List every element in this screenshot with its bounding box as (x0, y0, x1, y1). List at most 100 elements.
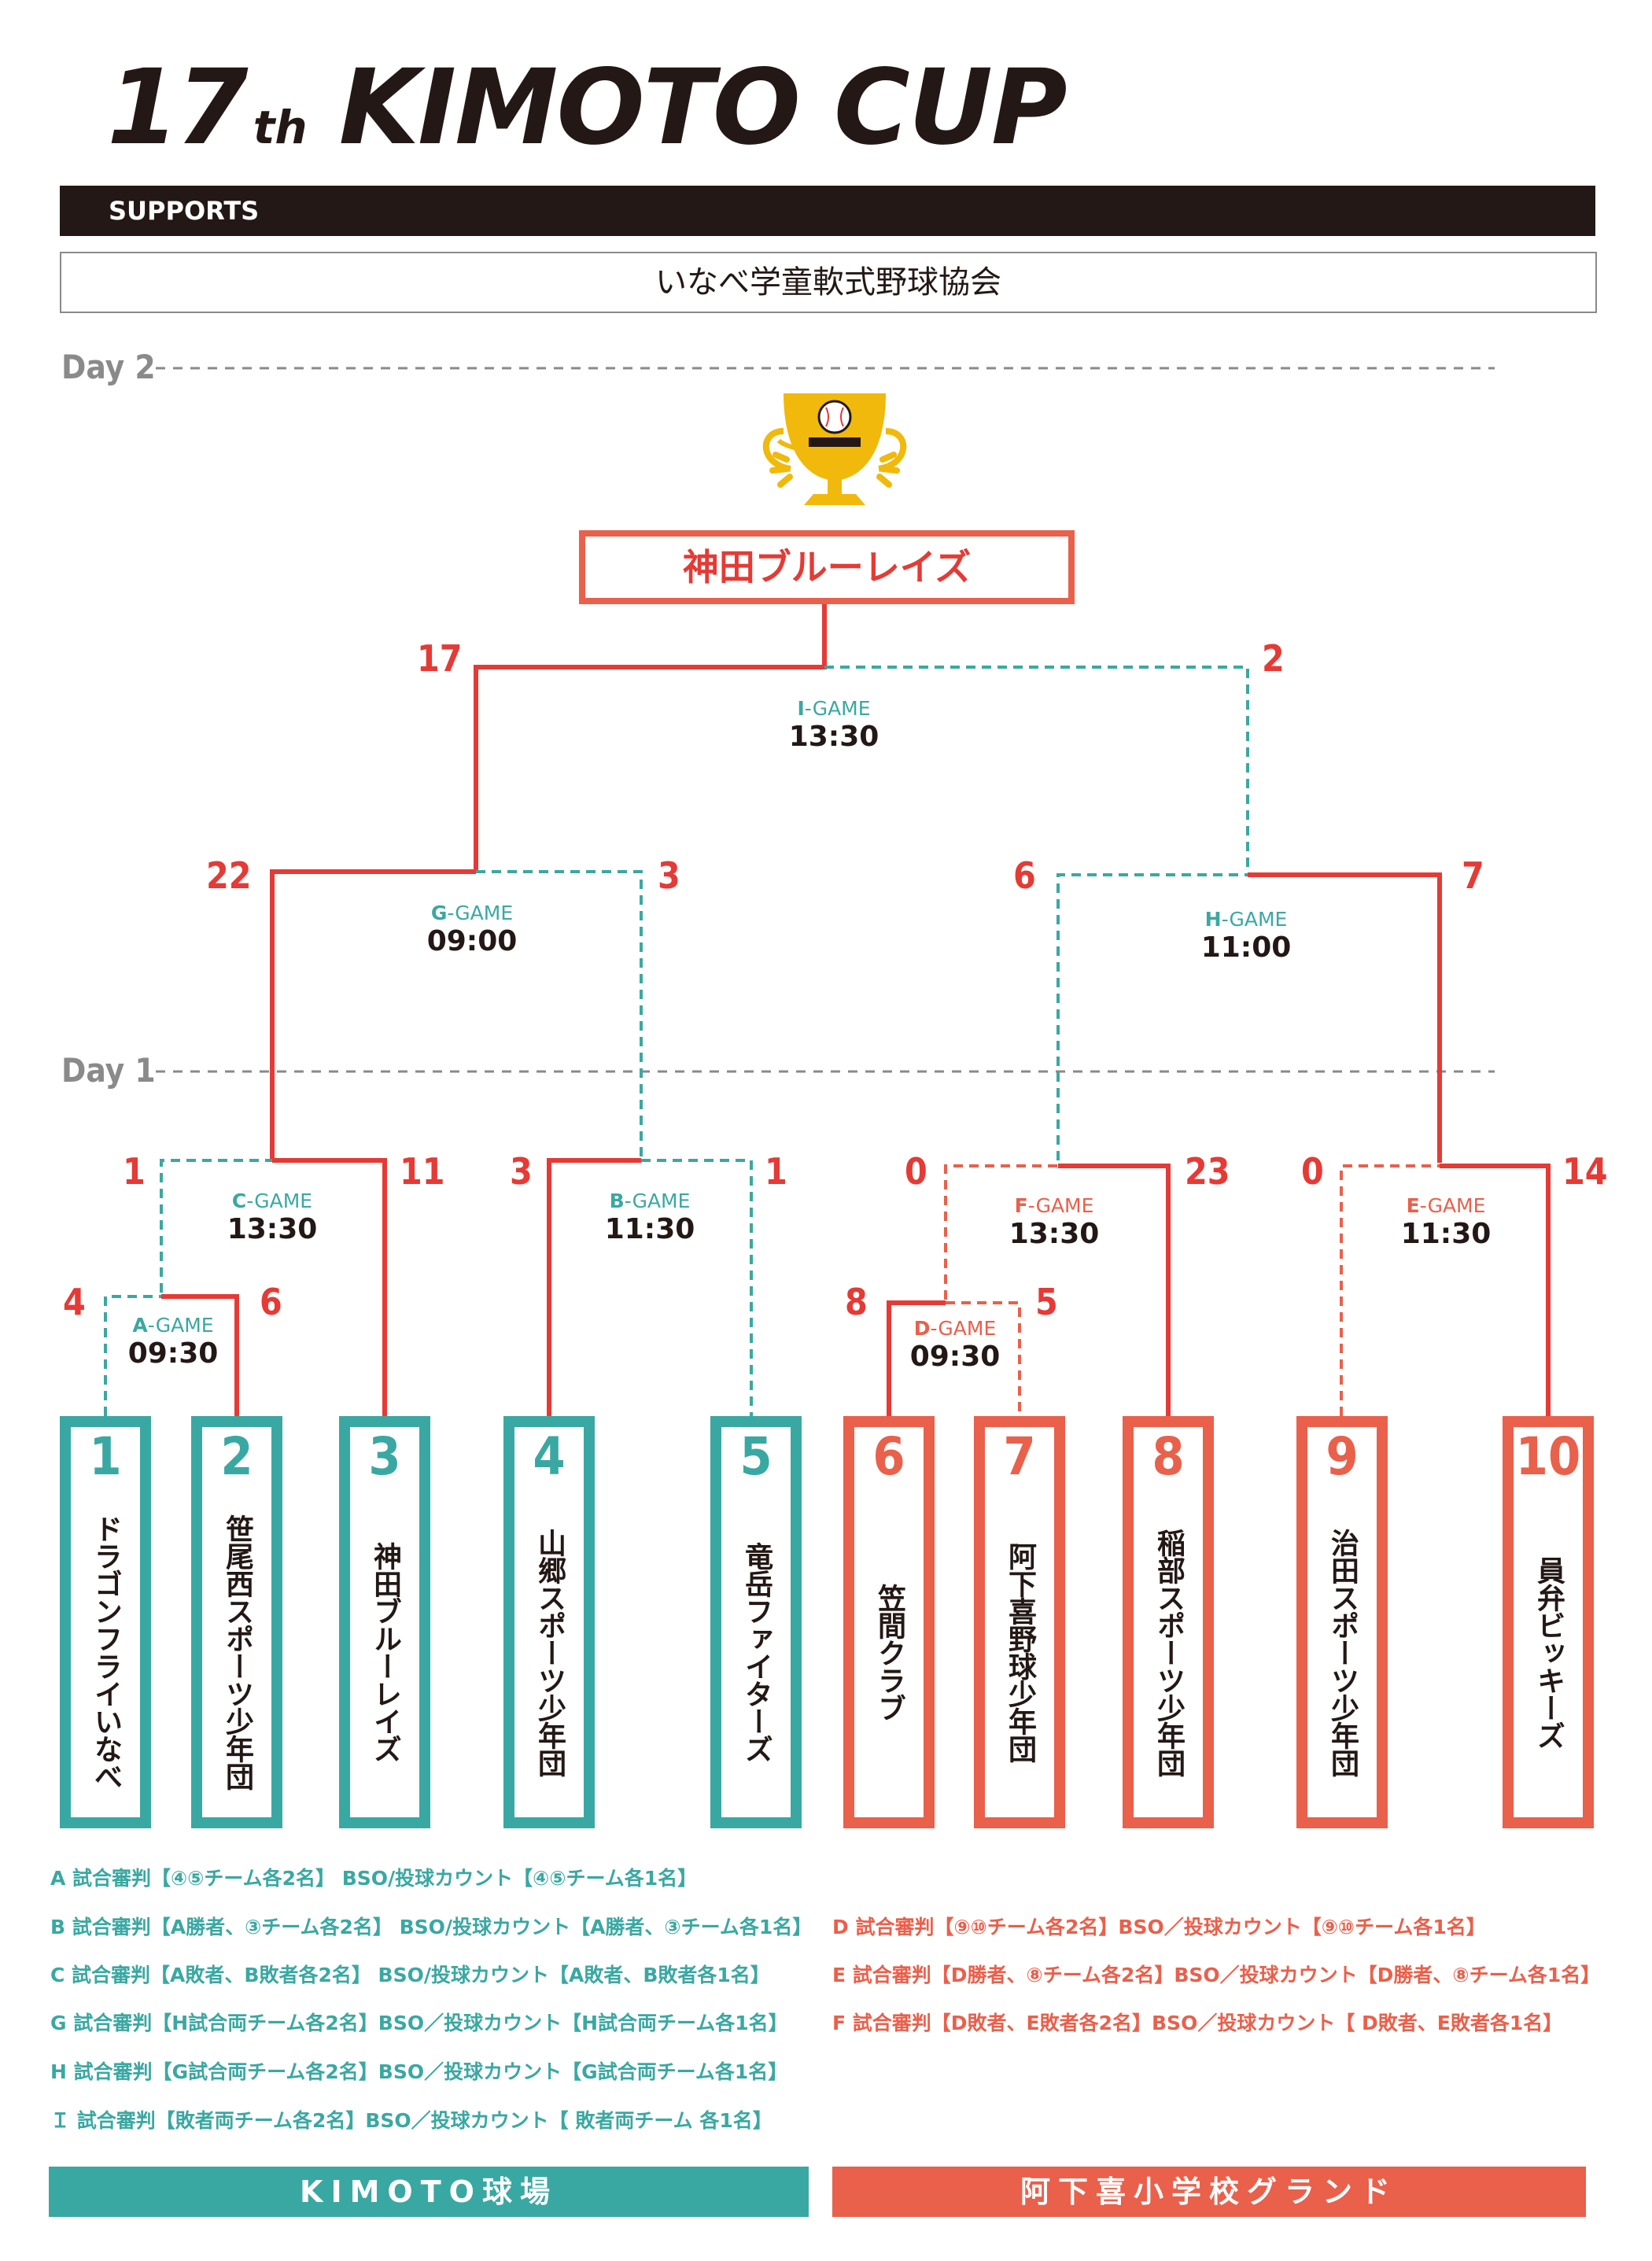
game-g-suffix: -GAME (447, 902, 514, 924)
game-a-time: 09:30 (127, 1337, 219, 1370)
game-a-suffix: -GAME (147, 1314, 214, 1337)
game-d-time: 09:30 (909, 1341, 1001, 1373)
rule-d: D 試合審判【⑨⑩チーム各2名】BSO／投球カウント【⑨⑩チーム各1名】 (832, 1916, 1486, 1938)
game-c-suffix: -GAME (246, 1190, 313, 1212)
game-i-suffix: -GAME (804, 697, 871, 720)
score-f-left: 0 (905, 1150, 927, 1193)
score-h-right: 7 (1462, 854, 1484, 897)
game-i-time: 13:30 (788, 721, 879, 753)
team-name: 山郷スポーツ少年団 (533, 1528, 566, 1776)
line-b-winner (547, 1158, 641, 1416)
line-f-loser (944, 1164, 1058, 1300)
rule-b: B 試合審判【A勝者、③チーム各2名】 BSO/投球カウント【A勝者、③チーム各… (50, 1916, 813, 1938)
game-d-suffix: -GAME (930, 1317, 997, 1340)
game-f-time: 13:30 (1009, 1218, 1100, 1250)
team-number: 5 (739, 1426, 773, 1487)
line-e-winner (1440, 1164, 1551, 1416)
line-c-loser (160, 1159, 272, 1293)
score-d-right: 5 (1035, 1281, 1058, 1323)
score-h-left: 6 (1013, 854, 1036, 897)
game-f-letter: F (1014, 1194, 1028, 1217)
game-i-letter: I (797, 697, 805, 720)
game-c-letter: C (231, 1190, 247, 1212)
cup-name: KIMOTO CUP (338, 47, 1068, 168)
rule-e: E 試合審判【D勝者、⑧チーム各2名】BSO／投球カウント【D勝者、⑧チーム各1… (832, 1964, 1601, 1986)
team-name: ドラゴンフライいなべ (90, 1514, 122, 1790)
game-a-letter: A (132, 1314, 148, 1337)
team-box-1: 1 ドラゴンフライいなべ (60, 1416, 151, 1828)
team-name: 神田ブルーレイズ (369, 1542, 401, 1762)
game-h-letter: H (1204, 908, 1222, 931)
team-box-2: 2 笹尾西スポーツ少年団 (191, 1416, 282, 1828)
venue-agekiki: 阿下喜小学校グランド (832, 2167, 1586, 2217)
game-g-letter: G (430, 902, 448, 924)
score-g-right: 3 (658, 854, 680, 897)
score-f-right: 23 (1185, 1150, 1230, 1193)
team-box-6: 6 笠間クラブ (843, 1416, 935, 1828)
line-g-loser (476, 870, 643, 1160)
team-name: 竜岳ファイターズ (740, 1542, 773, 1762)
champion-box: 神田ブルーレイズ (579, 530, 1075, 604)
game-e-time: 11:30 (1400, 1218, 1492, 1250)
team-number: 1 (89, 1426, 122, 1487)
line-i-loser (824, 666, 1249, 873)
team-number: 10 (1515, 1426, 1581, 1487)
line-d-loser (946, 1301, 1021, 1416)
team-number: 8 (1152, 1426, 1185, 1487)
score-e-right: 14 (1562, 1150, 1608, 1193)
edition-number: 17 (107, 47, 249, 168)
line-b-loser (641, 1159, 753, 1416)
team-name: 員弁ビッキーズ (1532, 1555, 1565, 1749)
team-name: 阿下喜野球少年団 (1004, 1542, 1036, 1762)
game-g-time: 09:00 (426, 925, 518, 957)
team-name: 稲部スポーツ少年団 (1152, 1528, 1185, 1776)
score-e-left: 0 (1301, 1150, 1324, 1193)
rule-h: H 試合審判【G試合両チーム各2名】BSO／投球カウント【G試合両チーム各1名】 (50, 2060, 788, 2083)
rule-a: A 試合審判【④⑤チーム各2名】 BSO/投球カウント【④⑤チーム各1名】 (50, 1867, 698, 1890)
game-f-suffix: -GAME (1027, 1194, 1094, 1217)
team-number: 3 (368, 1426, 401, 1487)
team-name: 治田スポーツ少年団 (1326, 1528, 1359, 1776)
game-e-letter: E (1406, 1194, 1420, 1217)
rule-c: C 試合審判【A敗者、B敗者各2名】 BSO/投球カウント【A敗者、B敗者各1名… (50, 1964, 770, 1986)
score-i-left: 17 (417, 637, 463, 680)
rule-i: Ｉ 試合審判【敗者両チーム各2名】BSO／投球カウント【 敗者両チーム 各1名】 (50, 2109, 773, 2132)
supports-label: SUPPORTS (109, 196, 260, 226)
score-d-left: 8 (845, 1281, 868, 1323)
score-c-left: 1 (123, 1150, 146, 1193)
line-f-winner (1058, 1164, 1171, 1416)
line-c-winner (272, 1158, 387, 1416)
game-c-time: 13:30 (227, 1213, 318, 1245)
supporter-box: いなべ学童軟式野球協会 (60, 252, 1597, 313)
game-b-letter: B (609, 1190, 625, 1212)
score-c-right: 11 (400, 1150, 445, 1193)
game-d-letter: D (913, 1317, 931, 1340)
score-a-left: 4 (63, 1281, 86, 1323)
supporter-name: いなべ学童軟式野球協会 (655, 264, 1001, 301)
page-title: 17 th KIMOTO CUP (107, 47, 1068, 168)
team-number: 6 (872, 1426, 905, 1487)
game-h-time: 11:00 (1200, 931, 1292, 964)
score-b-right: 1 (765, 1150, 787, 1193)
edition-suffix: th (253, 101, 308, 154)
team-number: 2 (220, 1426, 253, 1487)
line-i-winner (474, 604, 827, 873)
team-name: 笹尾西スポーツ少年団 (221, 1514, 253, 1790)
score-g-left: 22 (206, 854, 252, 897)
line-h-winner (1248, 872, 1442, 1163)
rule-f: F 試合審判【D敗者、E敗者各2名】BSO／投球カウント【 D敗者、E敗者各1名… (832, 2012, 1563, 2034)
team-name: 笠間クラブ (873, 1583, 905, 1721)
rule-g: G 試合審判【H試合両チーム各2名】BSO／投球カウント【H試合両チーム各1名】 (50, 2012, 788, 2034)
line-e-loser (1340, 1164, 1440, 1416)
